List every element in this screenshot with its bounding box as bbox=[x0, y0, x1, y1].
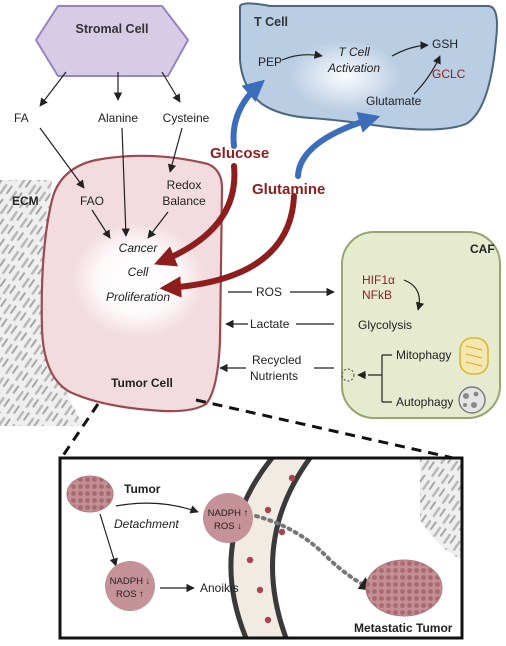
fa-to-fao-arrow bbox=[39, 127, 85, 189]
zoom-lines bbox=[58, 398, 463, 462]
lactate-label: Lactate bbox=[250, 317, 290, 331]
svg-text:ROS ↓: ROS ↓ bbox=[214, 521, 242, 532]
hif-label: HIF1α bbox=[362, 273, 395, 287]
proliferation-line1: Cancer bbox=[119, 241, 159, 255]
glutamate-to-gsh-arrow bbox=[413, 55, 441, 95]
t-cell-activation-line1: T Cell bbox=[338, 45, 370, 59]
mitochondrion-icon bbox=[459, 337, 489, 375]
proliferation-line3: Proliferation bbox=[106, 290, 170, 304]
fao-label: FAO bbox=[80, 194, 104, 208]
metastatic-tumor-label: Metastatic Tumor bbox=[354, 621, 453, 635]
metastatic-tumor-cluster bbox=[365, 559, 443, 617]
nutrient-arrows bbox=[153, 79, 381, 298]
glucose-label: Glucose bbox=[210, 145, 269, 162]
nfkb-label: NFkB bbox=[362, 288, 392, 302]
proliferation-line2: Cell bbox=[128, 265, 149, 279]
stromal-arrows bbox=[39, 71, 183, 239]
svg-text:NADPH ↑: NADPH ↑ bbox=[208, 508, 249, 519]
autophagy-bracket bbox=[368, 354, 392, 403]
caf-cell: CAF HIF1α NFkB Glycolysis Mitophagy Auto… bbox=[341, 231, 501, 419]
alanine-label: Alanine bbox=[98, 111, 138, 125]
glutamine-to-tumor-arrow bbox=[159, 193, 297, 298]
redox-to-cancer-arrow bbox=[147, 211, 169, 239]
survival-cell: NADPH ↑ ROS ↓ bbox=[203, 493, 253, 543]
gsh-label: GSH bbox=[432, 37, 458, 51]
cysteine-to-redox-arrow bbox=[167, 127, 183, 173]
mitophagy-label: Mitophagy bbox=[396, 348, 451, 362]
t-cell-activation-line2: Activation bbox=[327, 61, 380, 75]
vesicle-icon bbox=[341, 368, 355, 382]
nfkb-to-glycolysis-arrow bbox=[403, 279, 425, 311]
glutamine-to-tcell-arrow bbox=[295, 111, 381, 179]
blood-vessel bbox=[230, 458, 310, 638]
caf-title: CAF bbox=[470, 242, 495, 256]
tumor-to-anoikis-cell-arrow bbox=[99, 513, 118, 567]
metastasis-inset: Tumor Detachment NADPH ↑ ROS ↓ NADPH ↓ R… bbox=[58, 456, 464, 640]
svg-text:ROS ↑: ROS ↑ bbox=[116, 589, 144, 600]
t-cell-title: T Cell bbox=[254, 15, 288, 29]
stromal-cell: Stromal Cell bbox=[34, 5, 190, 77]
svg-text:NADPH ↓: NADPH ↓ bbox=[110, 576, 151, 587]
glutamate-tcell-label: Glutamate bbox=[366, 94, 422, 108]
alanine-to-cancer-arrow bbox=[121, 127, 130, 237]
tumor-cell: Tumor Cell FAO Redox Balance Cancer Cell… bbox=[40, 154, 224, 413]
fa-label: FA bbox=[14, 111, 29, 125]
glucose-to-tumor-arrow bbox=[153, 163, 238, 267]
recycled-nutrients-line1: Recycled bbox=[252, 353, 301, 367]
inset-tumor-label: Tumor bbox=[124, 482, 161, 496]
cysteine-label: Cysteine bbox=[163, 111, 210, 125]
stromal-cell-title: Stromal Cell bbox=[76, 22, 149, 36]
redox-balance-line1: Redox bbox=[167, 178, 202, 192]
stromal-to-cysteine-arrow bbox=[161, 71, 181, 103]
detachment-arrow bbox=[115, 502, 199, 514]
detachment-label: Detachment bbox=[114, 517, 179, 531]
pep-label: PEP bbox=[258, 55, 282, 69]
primary-tumor-cluster bbox=[66, 475, 114, 513]
recycled-nutrients-line2: Nutrients bbox=[250, 369, 298, 383]
pep-to-activation-arrow bbox=[281, 50, 323, 61]
t-cell: T Cell PEP T Cell Activation GSH GCLC Gl… bbox=[238, 2, 498, 131]
glycolysis-label: Glycolysis bbox=[358, 318, 412, 332]
redox-balance-line2: Balance bbox=[162, 194, 206, 208]
anoikis-label: Anoikis bbox=[200, 581, 239, 595]
anoikis-cell: NADPH ↓ ROS ↑ bbox=[105, 561, 155, 611]
glucose-to-tcell-arrow bbox=[230, 79, 265, 149]
autophagy-label: Autophagy bbox=[396, 395, 453, 409]
glutamine-label: Glutamine bbox=[252, 181, 325, 198]
autophagosome-icon bbox=[458, 386, 486, 414]
activation-to-gsh-arrow bbox=[391, 41, 429, 57]
gclc-label: GCLC bbox=[432, 67, 466, 81]
ros-label: ROS bbox=[256, 285, 282, 299]
fao-to-cancer-arrow bbox=[91, 209, 111, 239]
tumor-cell-title: Tumor Cell bbox=[111, 376, 173, 390]
ecm-label: ECM bbox=[12, 194, 39, 208]
tumor-caf-arrows bbox=[220, 292, 334, 368]
stromal-to-fa-arrow bbox=[39, 71, 67, 107]
circulation-path bbox=[254, 514, 368, 588]
